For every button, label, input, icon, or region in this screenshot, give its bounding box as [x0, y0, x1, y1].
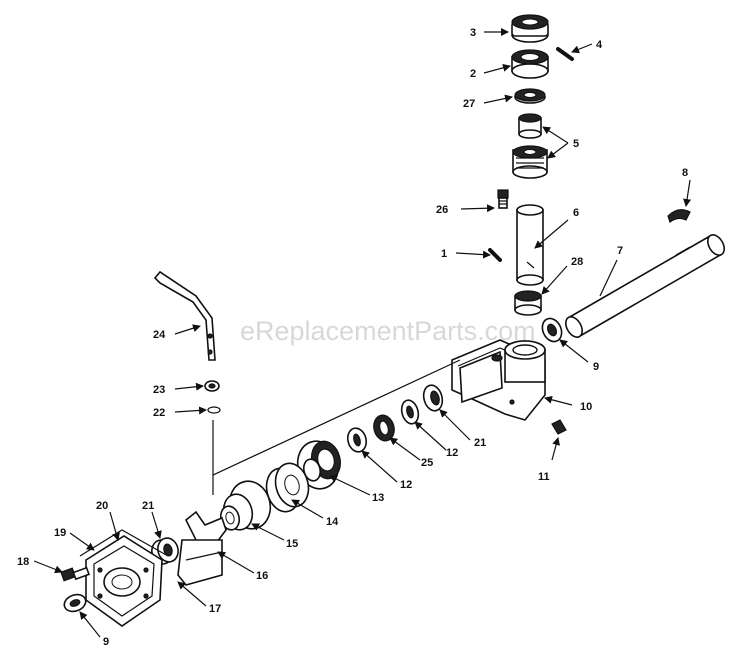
callout-4: 4 — [596, 39, 603, 51]
callout-18: 18 — [17, 556, 29, 568]
part-25-bearing — [373, 414, 395, 442]
part-27-washer — [514, 88, 546, 104]
part-9-left-seal — [63, 593, 87, 613]
callout-10: 10 — [580, 401, 592, 413]
callout-5: 5 — [573, 138, 579, 150]
callout-16: 16 — [256, 570, 268, 582]
part-26-grease-fitting — [497, 189, 509, 209]
part-23-washer — [204, 380, 220, 392]
part-28-bushing — [514, 290, 542, 316]
callout-13: 13 — [372, 492, 384, 504]
callout-6: 6 — [573, 207, 579, 219]
part-1-key-pin — [488, 248, 502, 262]
part-12-washer-upper — [400, 399, 420, 425]
callout-labels: 3 4 2 27 5 8 26 6 7 1 28 24 9 23 10 22 2… — [17, 27, 688, 648]
callout-9-right: 9 — [593, 361, 599, 373]
callout-22: 22 — [153, 407, 165, 419]
part-8-key — [667, 209, 691, 223]
callout-21-right: 21 — [474, 437, 486, 449]
part-10-housing — [451, 339, 546, 421]
callout-27: 27 — [463, 98, 475, 110]
watermark-text: eReplacementParts.com — [240, 316, 536, 346]
callout-12-lower: 12 — [400, 479, 412, 491]
callout-25: 25 — [421, 457, 433, 469]
leader-lines — [33, 28, 692, 638]
part-22-clip — [207, 406, 221, 414]
callout-21-left: 21 — [142, 500, 154, 512]
callout-9-left: 9 — [103, 636, 109, 648]
part-21-left-bearing — [151, 537, 179, 565]
callout-17: 17 — [209, 603, 221, 615]
part-2-bearing — [511, 49, 549, 79]
callout-28: 28 — [571, 256, 583, 268]
callout-19: 19 — [54, 527, 66, 539]
callout-12-upper: 12 — [446, 447, 458, 459]
part-18-bolt — [60, 566, 90, 582]
callout-3: 3 — [470, 27, 476, 39]
part-12-washer-lower — [346, 427, 368, 453]
part-5-bushing-upper — [518, 113, 542, 139]
part-3-seal-cap — [511, 14, 549, 43]
part-7-tube — [565, 234, 725, 338]
part-21-right-bearing — [422, 384, 444, 412]
callout-1: 1 — [441, 248, 447, 260]
callout-14: 14 — [326, 516, 339, 528]
part-20-cover — [85, 535, 163, 627]
part-13-gear — [296, 440, 341, 490]
part-24-shift-rod — [153, 270, 216, 361]
part-4-pin — [556, 47, 574, 61]
callout-15: 15 — [286, 538, 298, 550]
callout-20: 20 — [96, 500, 108, 512]
callout-2: 2 — [470, 68, 476, 80]
callout-8: 8 — [682, 167, 688, 179]
callout-11: 11 — [538, 471, 550, 483]
callout-7: 7 — [617, 245, 623, 257]
callout-23: 23 — [153, 384, 165, 396]
part-17-housing — [177, 539, 223, 586]
part-11-set-screw — [551, 419, 567, 435]
callout-24: 24 — [153, 329, 166, 341]
part-9-right-seal — [541, 317, 563, 343]
callout-26: 26 — [436, 204, 448, 216]
part-5-gear-pinion — [512, 145, 548, 179]
assembly-centerline — [212, 359, 461, 495]
